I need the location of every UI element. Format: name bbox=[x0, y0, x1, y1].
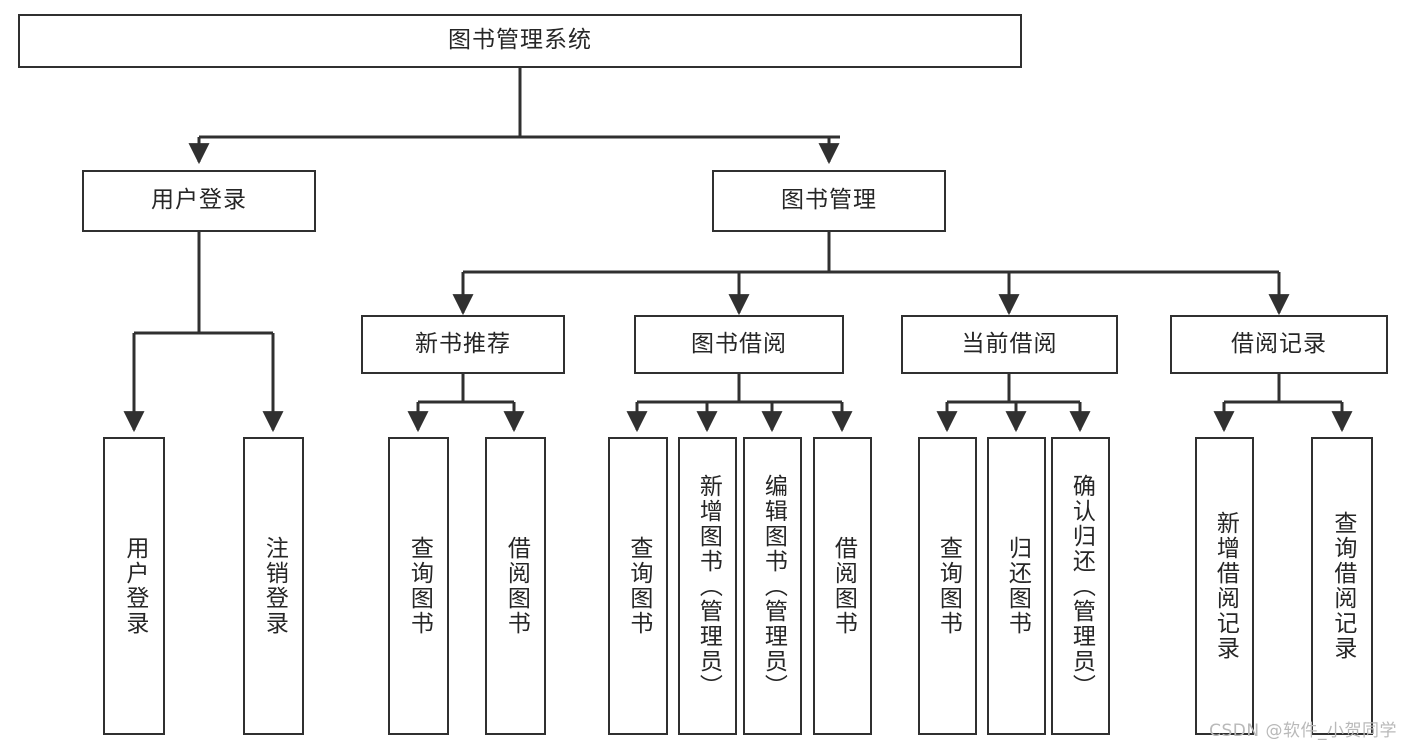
leaf-borrow-book[interactable]: 借阅图书 bbox=[813, 437, 872, 735]
node-book-borrow[interactable]: 图书借阅 bbox=[634, 315, 844, 374]
node-label: 查询图书 bbox=[406, 536, 433, 636]
node-label: 归还图书 bbox=[1004, 536, 1031, 636]
leaf-return-book[interactable]: 归还图书 bbox=[987, 437, 1046, 735]
leaf-borrow-book-recommend[interactable]: 借阅图书 bbox=[485, 437, 546, 735]
leaf-query-book-borrow[interactable]: 查询图书 bbox=[608, 437, 668, 735]
node-borrow-records[interactable]: 借阅记录 bbox=[1170, 315, 1388, 374]
leaf-confirm-return-admin[interactable]: 确认归还（管理员） bbox=[1051, 437, 1110, 735]
node-root-system[interactable]: 图书管理系统 bbox=[18, 14, 1022, 68]
leaf-add-book-admin[interactable]: 新增图书（管理员） bbox=[678, 437, 737, 735]
leaf-query-book-current[interactable]: 查询图书 bbox=[918, 437, 977, 735]
node-book-management[interactable]: 图书管理 bbox=[712, 170, 946, 232]
node-label: 查询图书 bbox=[625, 536, 652, 636]
node-label: 新增图书（管理员） bbox=[695, 473, 722, 699]
leaf-add-borrow-record[interactable]: 新增借阅记录 bbox=[1195, 437, 1254, 735]
node-label: 查询借阅记录 bbox=[1329, 511, 1356, 661]
node-label: 确认归还（管理员） bbox=[1068, 473, 1095, 699]
node-label: 用户登录 bbox=[121, 536, 148, 636]
node-label: 用户登录 bbox=[151, 187, 247, 214]
leaf-edit-book-admin[interactable]: 编辑图书（管理员） bbox=[743, 437, 802, 735]
node-label: 注销登录 bbox=[261, 536, 288, 636]
node-label: 新增借阅记录 bbox=[1212, 511, 1239, 661]
node-label: 编辑图书（管理员） bbox=[760, 473, 787, 699]
watermark-text: CSDN @软件_小贺同学 bbox=[1209, 721, 1397, 741]
node-label: 借阅记录 bbox=[1231, 330, 1327, 357]
leaf-query-book-recommend[interactable]: 查询图书 bbox=[388, 437, 449, 735]
node-label: 图书借阅 bbox=[691, 330, 787, 357]
node-label: 查询图书 bbox=[935, 536, 962, 636]
leaf-logout[interactable]: 注销登录 bbox=[243, 437, 304, 735]
node-label: 图书管理系统 bbox=[448, 27, 592, 54]
node-label: 图书管理 bbox=[781, 187, 877, 214]
leaf-user-login[interactable]: 用户登录 bbox=[103, 437, 165, 735]
node-label: 当前借阅 bbox=[961, 330, 1058, 357]
node-label: 借阅图书 bbox=[830, 536, 857, 636]
node-user-login[interactable]: 用户登录 bbox=[82, 170, 316, 232]
node-label: 借阅图书 bbox=[503, 536, 530, 636]
node-new-book-recommend[interactable]: 新书推荐 bbox=[361, 315, 565, 374]
leaf-query-borrow-record[interactable]: 查询借阅记录 bbox=[1311, 437, 1373, 735]
node-label: 新书推荐 bbox=[415, 330, 511, 357]
node-current-borrow[interactable]: 当前借阅 bbox=[901, 315, 1118, 374]
